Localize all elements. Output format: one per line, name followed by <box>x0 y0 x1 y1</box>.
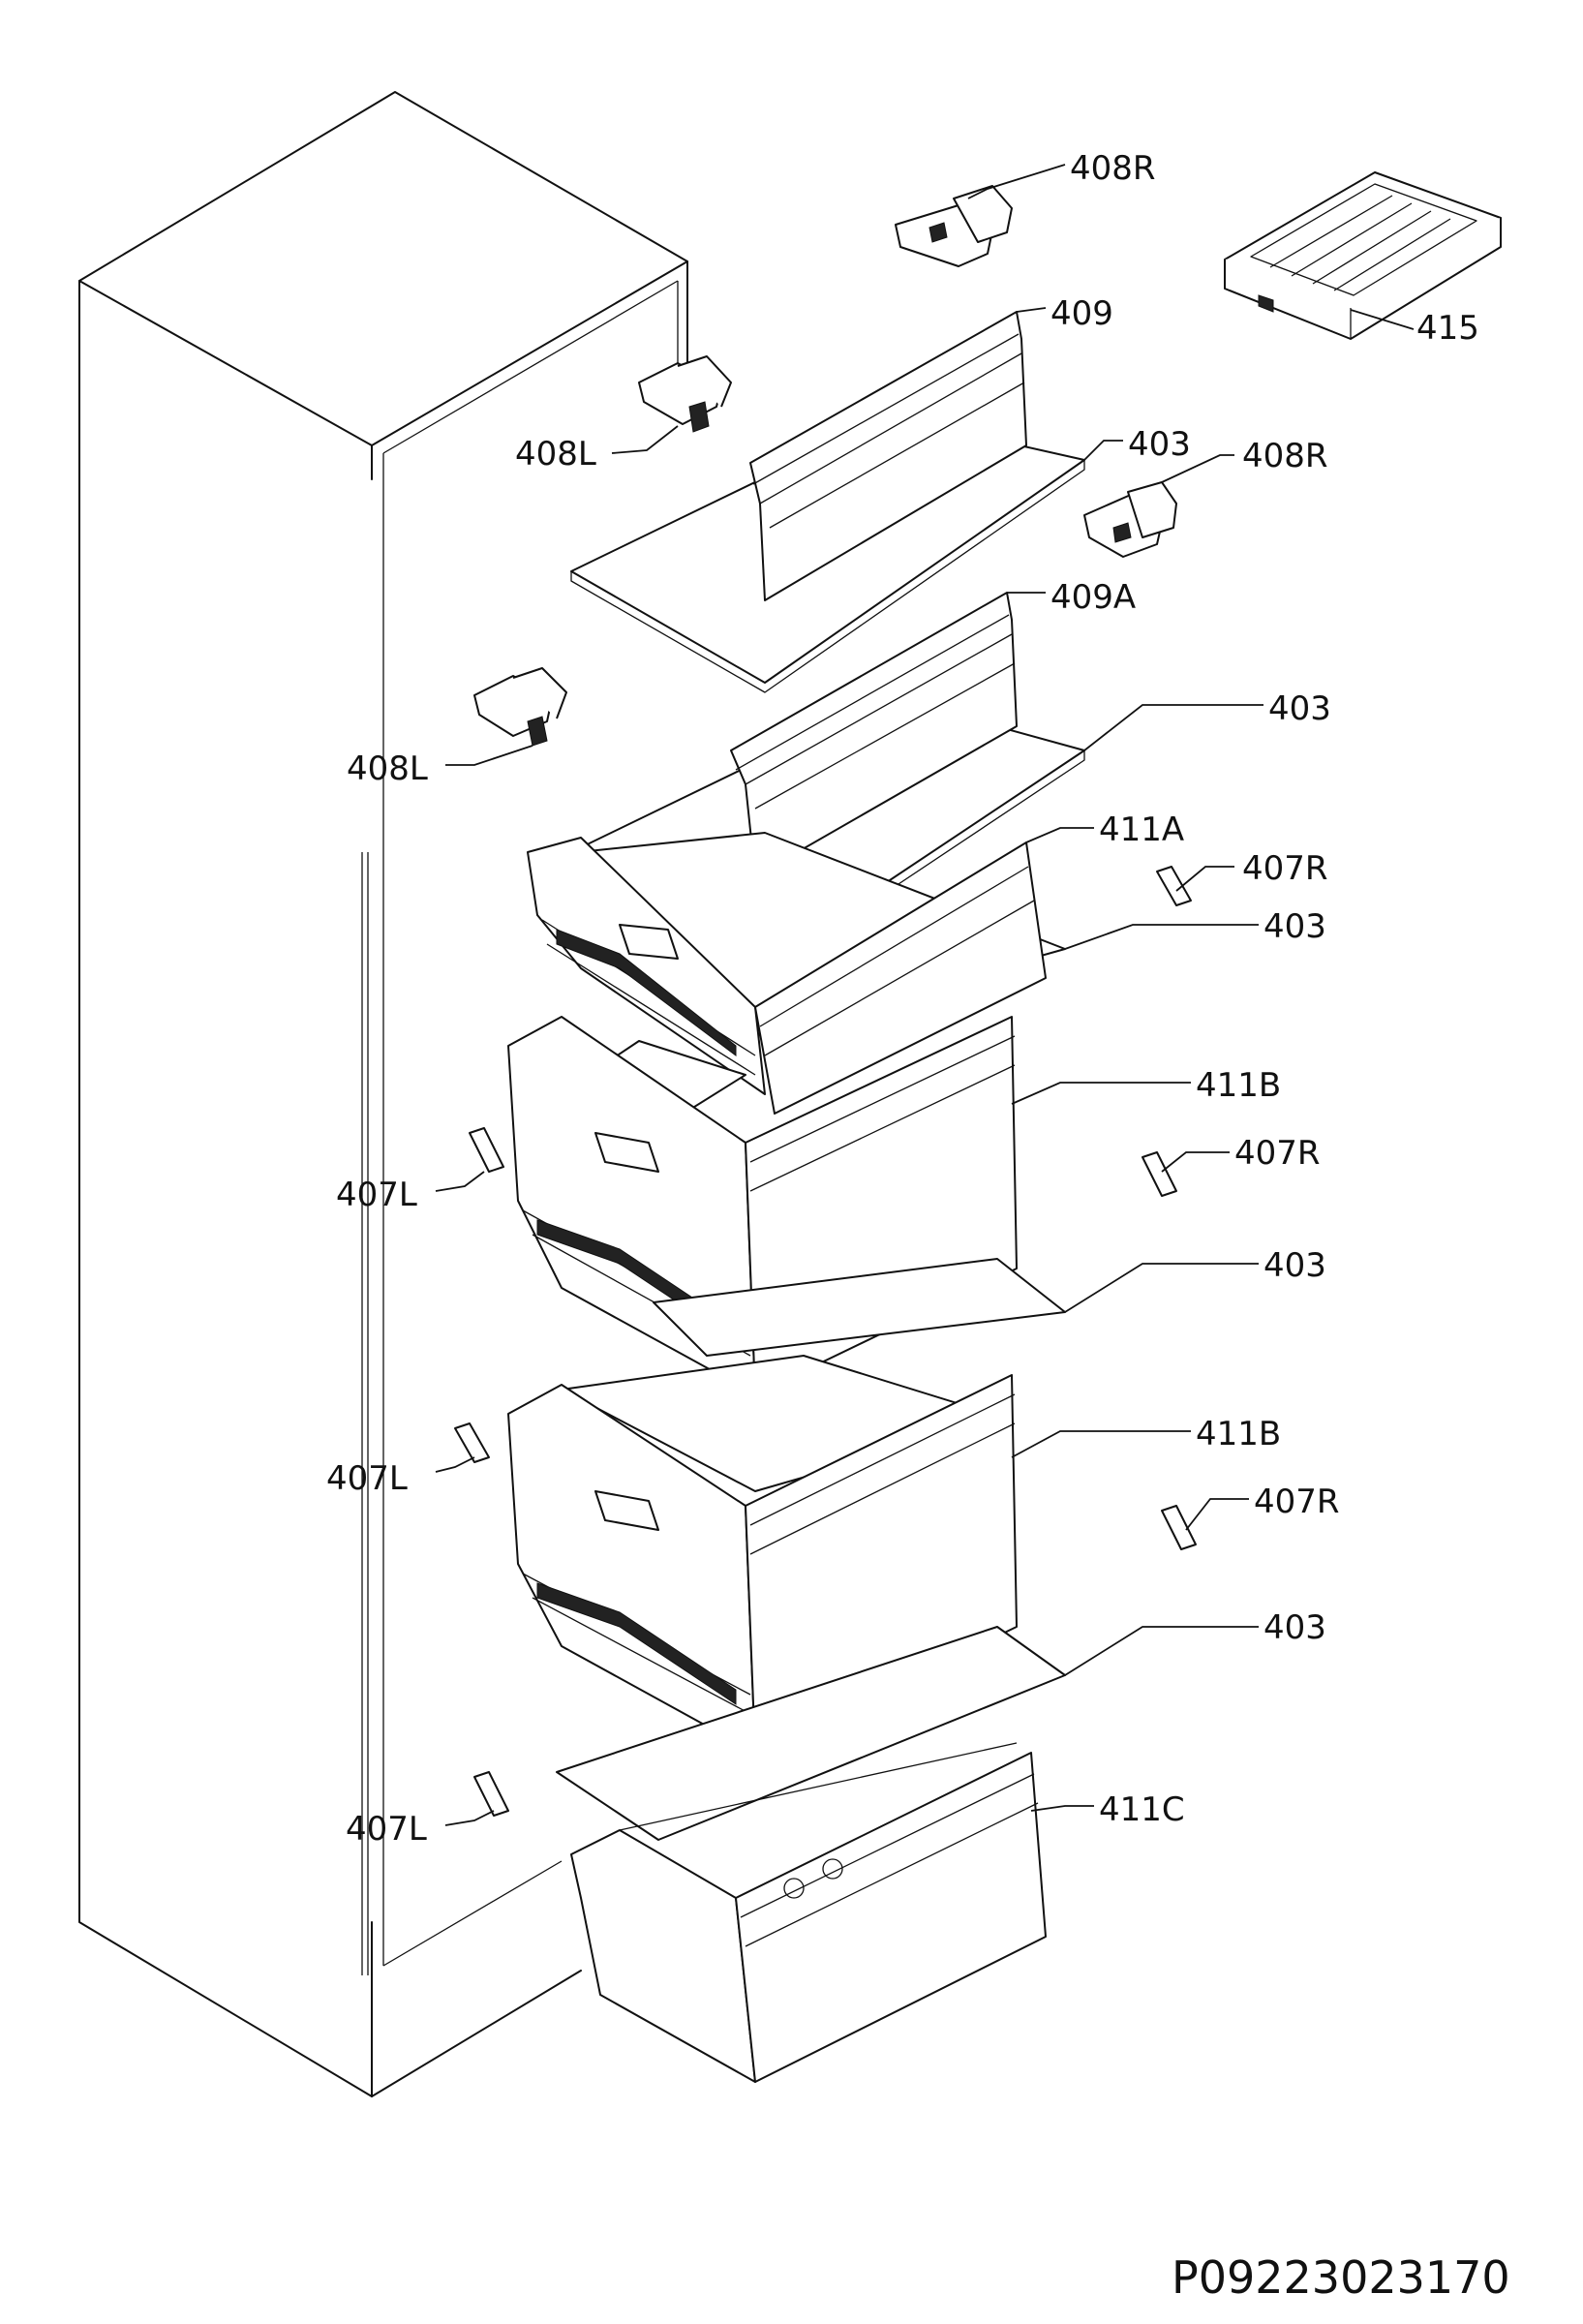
clip-407R-2 <box>1142 1151 1177 1197</box>
clip-408R-mid <box>1083 481 1177 558</box>
label-411B-2: 411B <box>1196 1415 1281 1453</box>
label-407L-2: 407L <box>326 1459 408 1498</box>
label-411B-1: 411B <box>1196 1066 1281 1105</box>
shelf-409 <box>570 311 1085 693</box>
label-403-2: 403 <box>1268 689 1331 728</box>
clip-408L-mid <box>473 667 567 747</box>
grille-415 <box>1224 171 1502 340</box>
label-403-5: 403 <box>1263 1608 1326 1647</box>
label-408L-top: 408L <box>515 435 596 474</box>
callout-labels: 408R 415 409 408L 403 408R 409A 408L 403… <box>326 149 1479 1849</box>
clip-407L-2 <box>454 1422 490 1463</box>
drawing-number: P09223023170 <box>1172 2251 1510 2304</box>
label-415: 415 <box>1416 309 1479 348</box>
clip-407R-1 <box>1156 866 1192 906</box>
label-411A: 411A <box>1099 810 1184 849</box>
clip-407L-1 <box>469 1127 504 1173</box>
clip-407L-3 <box>473 1771 509 1817</box>
clip-408R-top <box>895 185 1013 267</box>
drawer-411B-first <box>507 1016 1066 1395</box>
label-403-1: 403 <box>1128 425 1191 464</box>
drawer-411B-second <box>507 1355 1066 1841</box>
drawer-411A <box>527 832 1066 1115</box>
label-409A: 409A <box>1050 578 1136 617</box>
label-408R-mid: 408R <box>1242 437 1328 475</box>
clip-407R-3 <box>1161 1505 1197 1550</box>
label-407R-2: 407R <box>1234 1134 1321 1173</box>
label-408L-mid: 408L <box>347 749 428 788</box>
label-403-3: 403 <box>1263 907 1326 946</box>
cabinet-outline <box>78 91 688 2097</box>
label-407L-3: 407L <box>346 1810 427 1849</box>
label-411C: 411C <box>1099 1790 1185 1829</box>
label-407L-1: 407L <box>336 1176 417 1214</box>
clip-408L-top <box>638 355 732 433</box>
label-403-4: 403 <box>1263 1246 1326 1285</box>
label-407R-3: 407R <box>1254 1483 1340 1521</box>
drawer-411C <box>570 1742 1047 2083</box>
leader-lines <box>435 164 1415 1826</box>
label-408R-top: 408R <box>1070 149 1156 188</box>
label-407R-1: 407R <box>1242 849 1328 888</box>
label-409: 409 <box>1050 294 1113 333</box>
